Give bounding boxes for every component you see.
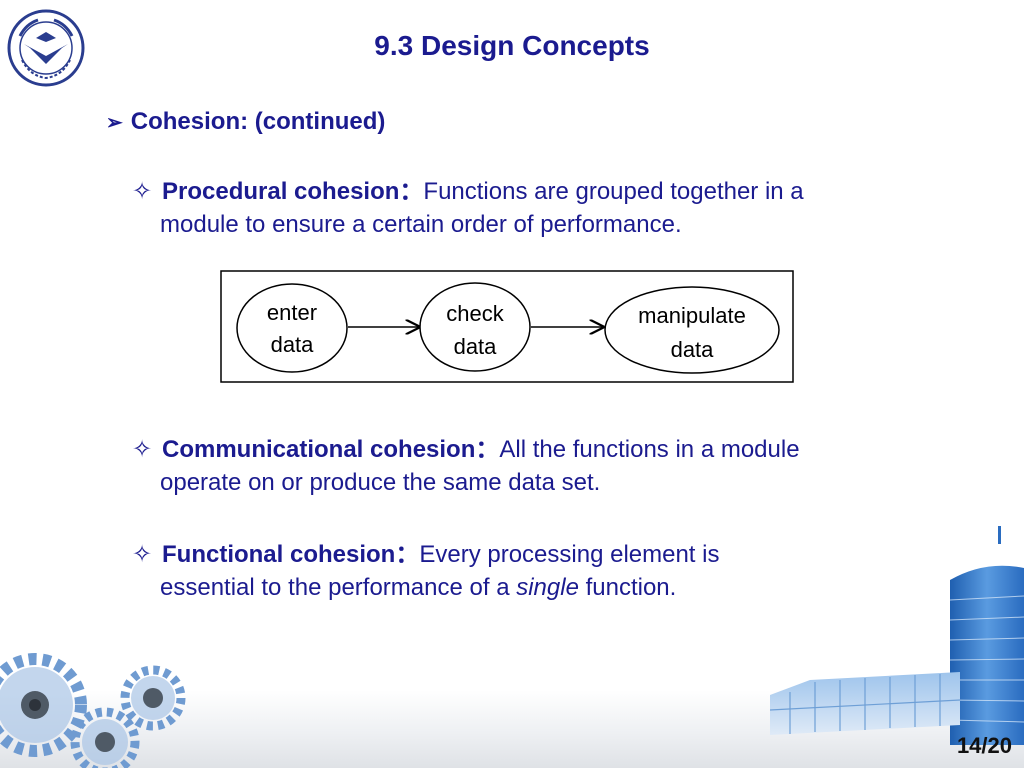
functional-cohesion-line2-after: function. (578, 574, 677, 601)
gear-large-icon (0, 653, 87, 757)
arrow-bullet-icon: ➢ (106, 112, 123, 134)
functional-cohesion-term: Functional cohesion： (162, 541, 420, 568)
slide-title: 9.3 Design Concepts (374, 30, 650, 61)
node-manipulate-line2: data (671, 337, 715, 362)
node-enter-line1: enter (267, 300, 317, 325)
functional-cohesion-line2-before: essential to the performance of a (160, 574, 517, 601)
node-enter-data (236, 283, 348, 373)
star-bullet-icon: ✧ (132, 436, 153, 463)
communicational-cohesion-line1: All the functions in a module (499, 436, 800, 463)
communicational-cohesion-line2: operate on or produce the same data set. (160, 469, 601, 496)
functional-cohesion-line2: essential to the performance of a single… (132, 571, 952, 604)
procedural-cohesion-line1: Functions are grouped together in a (423, 178, 804, 205)
procedural-cohesion-term: Procedural cohesion： (162, 178, 424, 205)
node-manipulate-data (604, 286, 780, 374)
star-bullet-icon: ✧ (132, 178, 153, 205)
cohesion-heading: ➢ Cohesion: (continued) (106, 108, 385, 136)
gears-image (0, 653, 186, 768)
node-check-line2: data (454, 334, 498, 359)
node-check-line1: check (446, 301, 504, 326)
node-manipulate-line1: manipulate (638, 303, 746, 328)
communicational-cohesion-term: Communicational cohesion： (162, 436, 500, 463)
node-enter-line2: data (271, 332, 315, 357)
procedural-flow-diagram: enter data check data manipulate data (220, 270, 794, 383)
procedural-cohesion-item: ✧ Procedural cohesion：Functions are group… (132, 175, 952, 241)
functional-cohesion-line1: Every processing element is (419, 541, 720, 568)
star-bullet-icon: ✧ (132, 541, 153, 568)
gear-small-icon (120, 665, 186, 731)
procedural-cohesion-line2: module to ensure a certain order of perf… (160, 211, 682, 238)
communicational-cohesion-item: ✧ Communicational cohesion：All the functi… (132, 433, 952, 499)
university-logo (7, 9, 85, 87)
functional-cohesion-item: ✧ Functional cohesion：Every processing el… (132, 538, 952, 604)
functional-cohesion-emphasis: single (516, 574, 579, 601)
gear-bottom-icon (70, 707, 140, 768)
building-image (770, 526, 1024, 745)
cohesion-heading-label: Cohesion: (continued) (130, 108, 386, 135)
page-number: 14/20 (956, 733, 1012, 758)
